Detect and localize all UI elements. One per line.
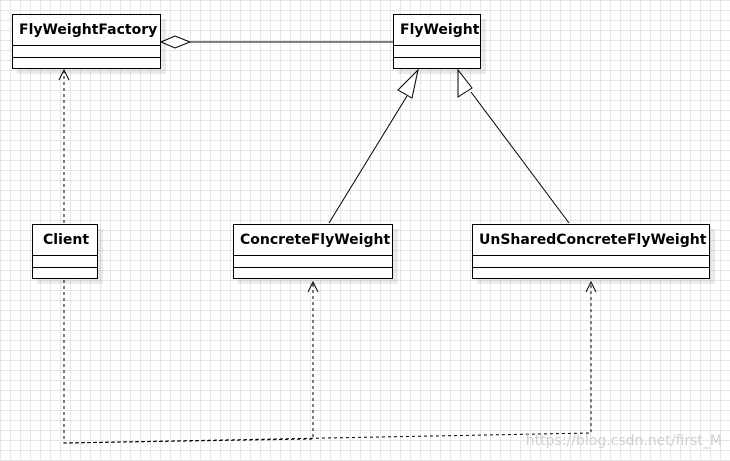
class-concrete-flyweight[interactable]: ConcreteFlyWeight [233, 224, 393, 279]
generalization-line-unshared [470, 91, 570, 224]
methods-section [13, 57, 160, 69]
class-name: ConcreteFlyWeight [234, 225, 392, 256]
watermark: https://blog.csdn.net/first_M [525, 433, 722, 449]
dependency-arrow-icon [585, 280, 597, 293]
methods-section [33, 267, 97, 279]
class-name: UnSharedConcreteFlyWeight [473, 225, 709, 256]
attributes-section [33, 256, 97, 267]
attributes-section [234, 256, 392, 267]
inheritance-arrow-icon [397, 68, 419, 99]
dependency-arrow-icon [58, 68, 70, 81]
generalization-line-concrete [328, 95, 408, 224]
class-unshared-concrete-flyweight[interactable]: UnSharedConcreteFlyWeight [472, 224, 710, 279]
dependency-line-unshared [63, 282, 592, 444]
class-name: FlyWeightFactory [13, 15, 160, 46]
attributes-section [473, 256, 709, 267]
aggregation-diamond-icon [159, 35, 192, 49]
class-name: Client [33, 225, 97, 256]
attributes-section [13, 46, 160, 57]
class-name: FlyWeight [394, 15, 480, 46]
dependency-line-concrete [63, 280, 314, 444]
methods-section [473, 267, 709, 279]
class-flyweight[interactable]: FlyWeight [393, 14, 481, 69]
dependency-arrow-icon [307, 280, 319, 293]
methods-section [394, 57, 480, 69]
inheritance-arrow-icon [457, 68, 473, 98]
class-flyweight-factory[interactable]: FlyWeightFactory [12, 14, 161, 69]
class-client[interactable]: Client [32, 224, 98, 279]
attributes-section [394, 46, 480, 57]
methods-section [234, 267, 392, 279]
